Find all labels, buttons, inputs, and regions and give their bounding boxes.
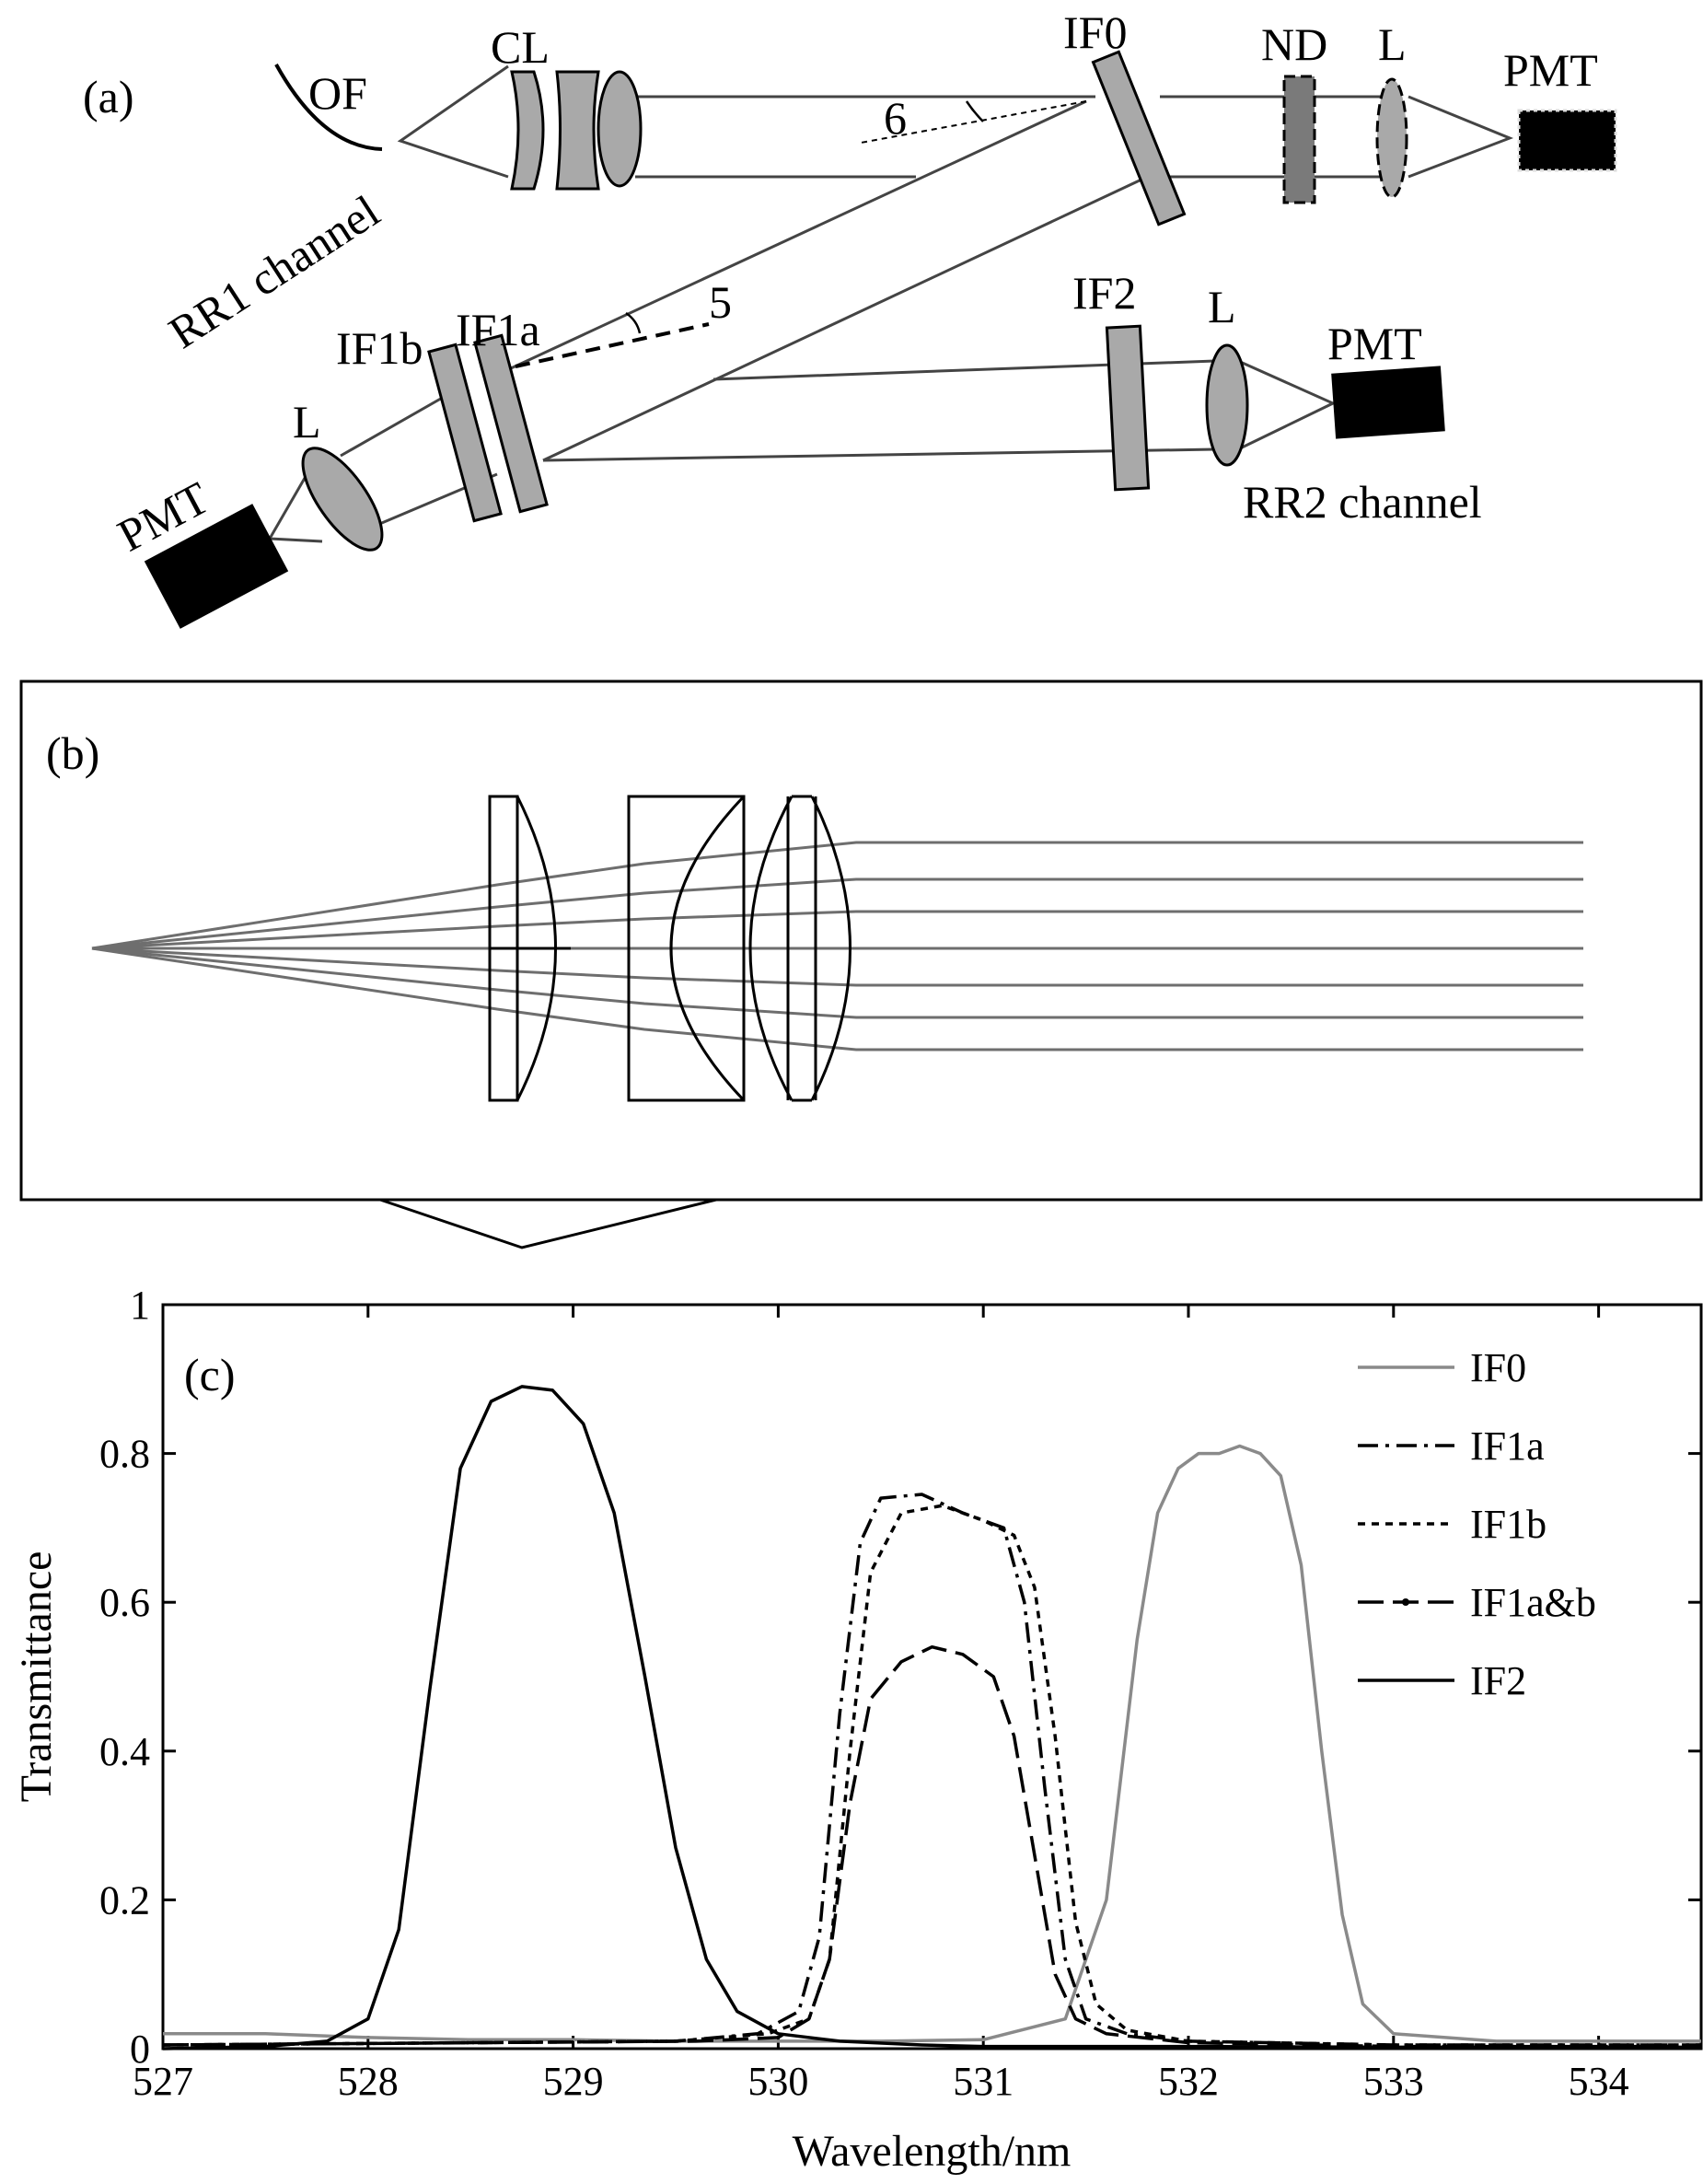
label-if1a: IF1a: [456, 304, 540, 355]
angle-6-arc: [965, 100, 984, 122]
pmt-left: [144, 504, 289, 629]
x-tick-label: 534: [1569, 2059, 1629, 2104]
label-pmt-top: PMT: [1503, 44, 1598, 96]
angle-5-arc: [625, 311, 642, 334]
y-tick-label: 0.4: [99, 1729, 150, 1774]
label-if1b: IF1b: [336, 322, 423, 374]
x-axis-label: Wavelength/nm: [793, 2127, 1072, 2176]
beam-rr2-lower: [542, 447, 1216, 462]
series-line-if1ab: [162, 1644, 1701, 2049]
y-axis-label: Transmittance: [12, 1551, 61, 1803]
optical-fiber: [274, 64, 383, 151]
y-ticks: 0 0.2 0.4 0.6 0.8 1: [99, 1283, 1701, 2072]
ray-l-to-pmt-top: [1408, 95, 1514, 179]
pmt-top: [1517, 109, 1617, 172]
label-pmt-mid: PMT: [1327, 318, 1422, 369]
beam-diag-lower: [542, 178, 1142, 462]
panel-b: (b): [19, 680, 1703, 1249]
label-of: OF: [308, 67, 367, 119]
filter-if2: [1105, 324, 1151, 492]
zoom-pointer: [379, 1198, 717, 1249]
panel-b-label: (b): [46, 727, 99, 779]
y-tick-label: 0: [130, 2027, 150, 2072]
legend-label: IF0: [1470, 1345, 1526, 1390]
y-tick-label: 0.8: [99, 1432, 150, 1477]
series-line-if2: [162, 1385, 1701, 2050]
label-if2: IF2: [1072, 267, 1136, 319]
x-tick-label: 533: [1363, 2059, 1424, 2104]
legend-label: IF1b: [1470, 1502, 1547, 1547]
legend-label: IF2: [1470, 1658, 1526, 1703]
angle-5-line: [515, 322, 710, 368]
ray-trace: [91, 841, 1583, 1051]
y-tick-label: 0.2: [99, 1877, 150, 1923]
ray-line: [91, 910, 1583, 950]
x-tick-label: 527: [133, 2059, 193, 2104]
lens-3-right: [810, 796, 852, 1101]
ray-line: [91, 947, 1583, 1051]
filter-if0: [1091, 50, 1187, 227]
label-l-left: L: [293, 396, 321, 447]
ray-line: [91, 947, 1583, 1019]
ray-line: [91, 877, 1583, 950]
lens-mid: [1205, 343, 1249, 467]
plot-frame: [161, 1303, 1703, 2050]
series-lines: [162, 1385, 1701, 2050]
x-tick-label: 528: [338, 2059, 399, 2104]
nd-filter: [1282, 75, 1316, 204]
filter-if1a: [473, 333, 549, 514]
legend-marker: [1402, 1598, 1409, 1606]
label-angle-5: 5: [709, 276, 732, 328]
ray-line: [91, 841, 1583, 950]
panel-a: [267, 64, 1514, 543]
beam-diag-upper: [510, 99, 1087, 370]
y-tick-label: 0.6: [99, 1580, 150, 1625]
lens-left: [301, 447, 384, 552]
ray-line: [91, 947, 1583, 987]
series-line-if1a: [162, 1493, 1701, 2047]
collimator-lens-3: [597, 70, 643, 188]
label-l-mid: L: [1208, 281, 1236, 332]
legend-label: IF1a: [1470, 1423, 1545, 1469]
panel-c-label: (c): [184, 1349, 236, 1400]
collimator-lens-2: [555, 70, 600, 191]
x-ticks: 527 528 529 530 531 532 533 534: [133, 1305, 1629, 2104]
collimator-lens-1: [510, 70, 545, 191]
label-rr2-channel: RR2 channel: [1243, 476, 1482, 528]
filter-if1b: [427, 343, 503, 523]
x-tick-label: 530: [747, 2059, 808, 2104]
panel-a-label: (a): [83, 71, 134, 122]
lens-3-left: [748, 796, 794, 1101]
label-l-top: L: [1378, 18, 1407, 70]
label-angle-6: 6: [884, 92, 907, 144]
x-tick-label: 531: [953, 2059, 1014, 2104]
lens-top: [1375, 77, 1408, 199]
pmt-mid: [1331, 366, 1445, 439]
y-tick-label: 1: [130, 1283, 150, 1328]
angle-6-line: [860, 100, 1087, 144]
label-cl: CL: [491, 21, 550, 73]
lens-outlines: [488, 795, 852, 1102]
ray-of-to-cl: [397, 64, 509, 179]
panel-b-frame: [19, 680, 1703, 1202]
lens-2-frame: [627, 795, 746, 1102]
label-nd: ND: [1261, 18, 1327, 70]
ray-l-to-pmt-mid: [1237, 359, 1337, 451]
x-tick-label: 529: [543, 2059, 604, 2104]
legend-label: IF1a&b: [1470, 1580, 1596, 1625]
label-if0: IF0: [1063, 6, 1127, 58]
x-tick-label: 532: [1158, 2059, 1219, 2104]
lens-2-curve: [669, 795, 746, 1102]
panel-a-components: [144, 50, 1617, 629]
